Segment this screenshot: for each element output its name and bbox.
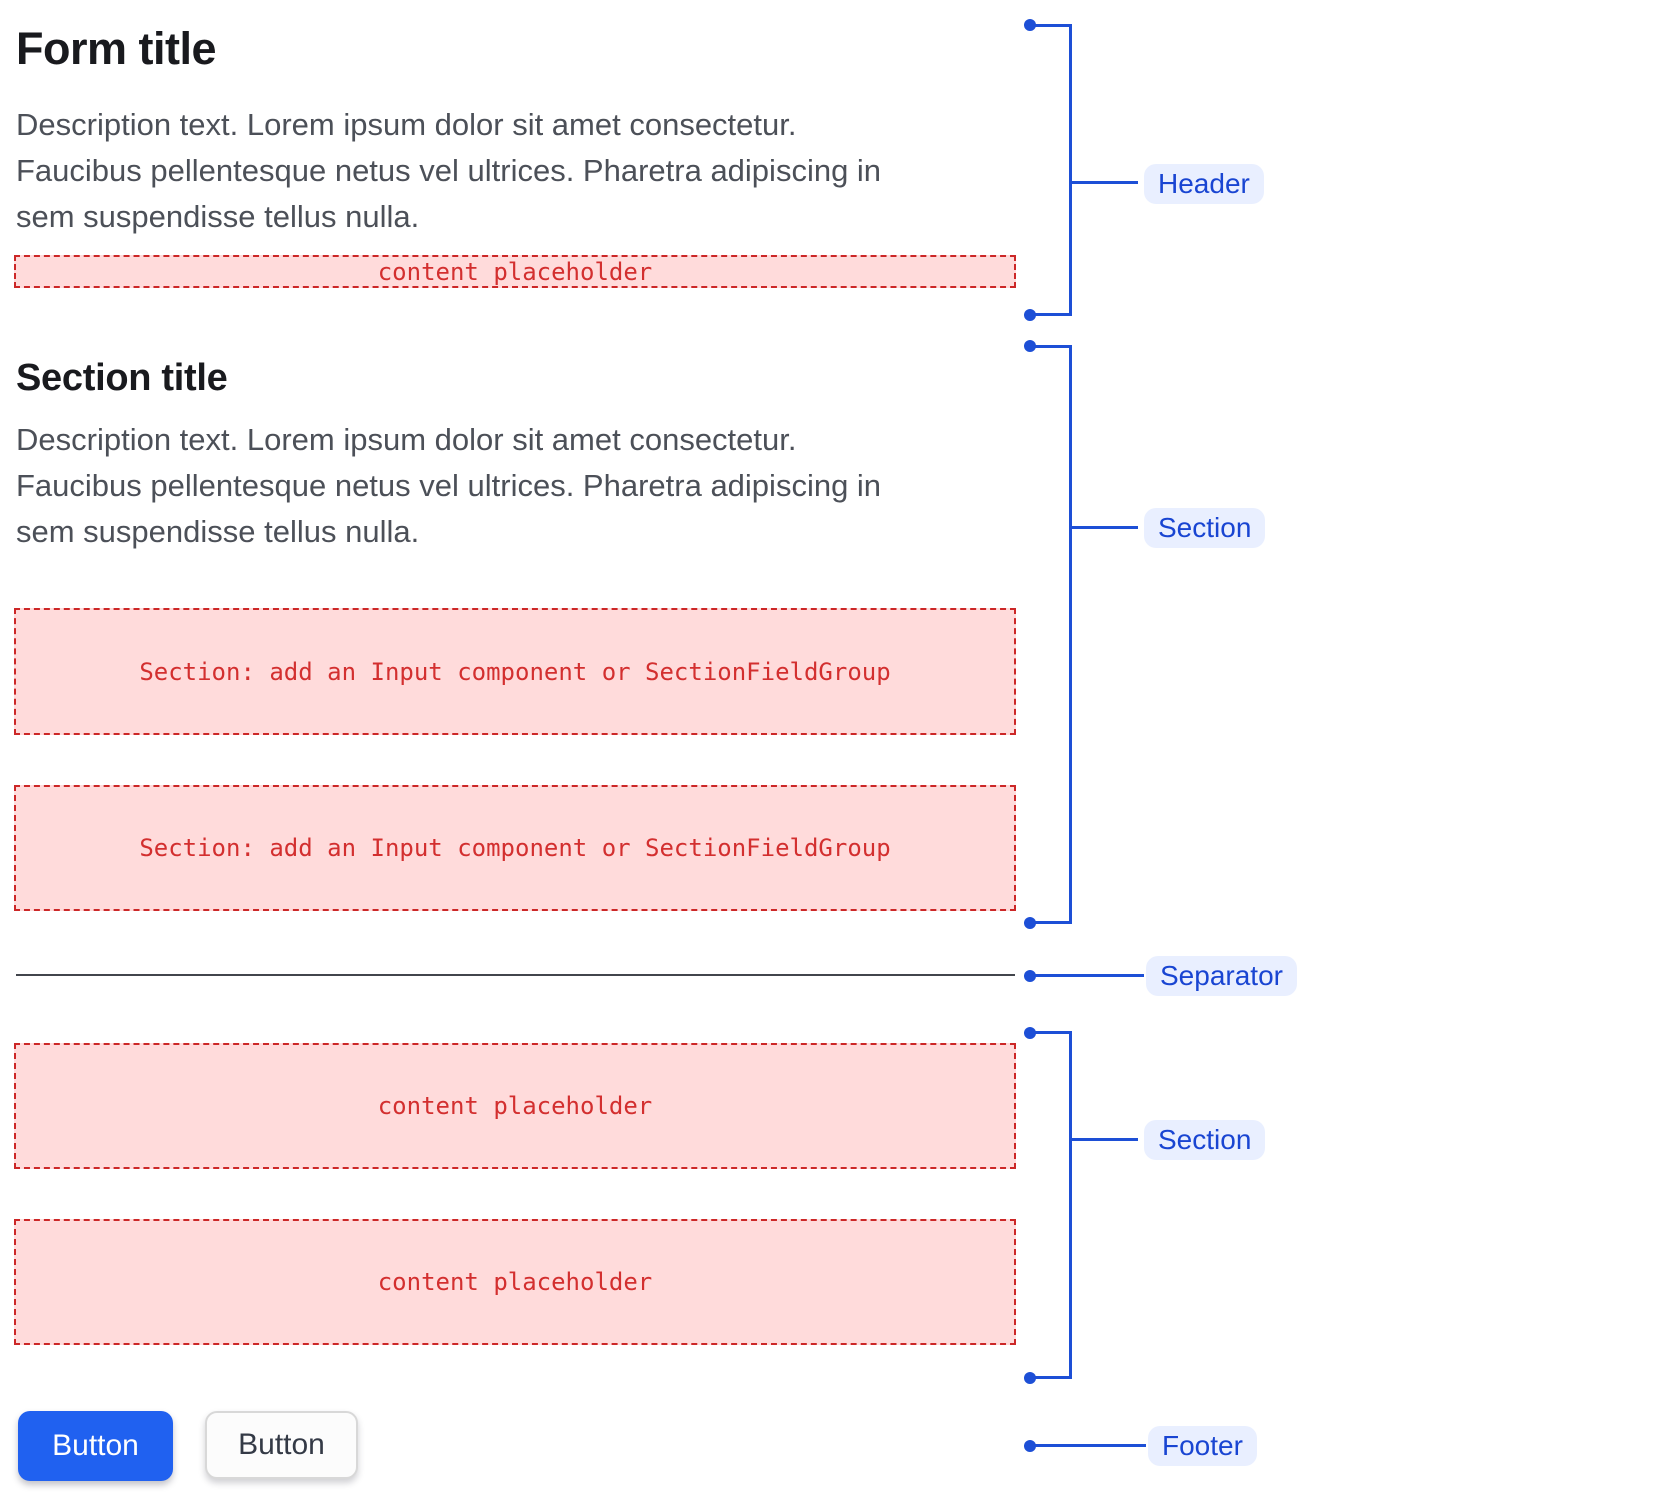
annotation-label-separator: Separator: [1146, 956, 1297, 996]
section-description-line: Faucibus pellentesque netus vel ultrices…: [16, 468, 882, 503]
header-bracket-bottom-stub: [1030, 313, 1072, 316]
annotation-label-footer: Footer: [1148, 1426, 1257, 1466]
form-description-line: Faucibus pellentesque netus vel ultrices…: [16, 153, 882, 188]
section-label-connector: [1072, 526, 1138, 529]
annotation-label-section-top: Section: [1144, 508, 1266, 548]
section-input-slot-placeholder: Section: add an Input component or Secti…: [14, 785, 1016, 911]
section-description: Description text. Lorem ipsum dolor sit …: [16, 417, 881, 555]
form-description: Description text. Lorem ipsum dolor sit …: [16, 102, 881, 240]
primary-button[interactable]: Button: [18, 1411, 173, 1481]
section-description-line: Description text. Lorem ipsum dolor sit …: [16, 422, 797, 457]
secondary-button[interactable]: Button: [205, 1411, 358, 1479]
section2-bracket-top-stub: [1030, 1031, 1072, 1034]
form-description-line: Description text. Lorem ipsum dolor sit …: [16, 107, 797, 142]
form-description-line: sem suspendisse tellus nulla.: [16, 199, 420, 234]
section-input-slot-placeholder: Section: add an Input component or Secti…: [14, 608, 1016, 735]
section2-label-connector: [1072, 1138, 1138, 1141]
section-content-placeholder-text: content placeholder: [377, 1092, 653, 1120]
form-title: Form title: [16, 23, 217, 74]
separator-line: [16, 974, 1015, 976]
section-content-placeholder: content placeholder: [14, 1219, 1016, 1345]
section-bracket-bottom-dot: [1024, 917, 1036, 929]
section-bracket-vertical-line: [1069, 345, 1072, 924]
header-label-connector: [1072, 181, 1138, 184]
section-input-slot-text: Section: add an Input component or Secti…: [139, 657, 891, 686]
separator-label-connector: [1030, 974, 1144, 977]
section2-bracket-bottom-stub: [1030, 1376, 1072, 1379]
header-content-placeholder-text: content placeholder: [377, 257, 653, 286]
section-description-line: sem suspendisse tellus nulla.: [16, 514, 420, 549]
section-content-placeholder-text: content placeholder: [377, 1268, 653, 1296]
section2-bracket-vertical-line: [1069, 1031, 1072, 1379]
header-bracket-vertical-line: [1069, 24, 1072, 316]
header-content-placeholder: content placeholder: [14, 255, 1016, 288]
section-title: Section title: [16, 357, 228, 399]
footer-label-connector: [1030, 1444, 1146, 1447]
section-bracket-top-stub: [1030, 345, 1072, 348]
header-bracket-top-stub: [1030, 24, 1072, 27]
section2-bracket-bottom-dot: [1024, 1372, 1036, 1384]
annotation-label-section-bottom: Section: [1144, 1120, 1266, 1160]
section-input-slot-text: Section: add an Input component or Secti…: [139, 834, 891, 862]
section-bracket-bottom-stub: [1030, 921, 1072, 924]
section-content-placeholder: content placeholder: [14, 1043, 1016, 1169]
header-bracket-bottom-dot: [1024, 309, 1036, 321]
annotation-label-header: Header: [1144, 164, 1264, 204]
